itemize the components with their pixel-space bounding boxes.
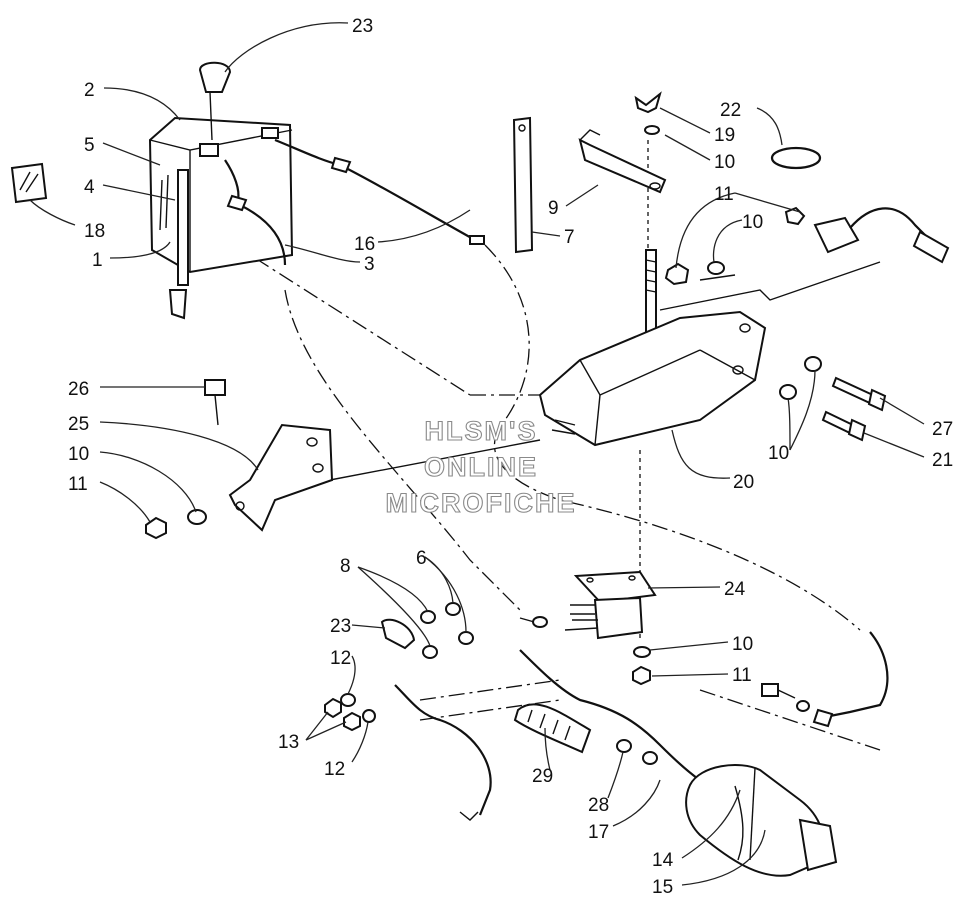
nut-washer-left bbox=[145, 509, 207, 540]
watermark: HLSM'S ONLINE MICROFICHE bbox=[385, 415, 577, 518]
lower-cable bbox=[394, 684, 492, 821]
watermark-line-1: HLSM'S bbox=[425, 416, 538, 446]
nut-washer-upper bbox=[664, 261, 725, 286]
callout-14: 14 bbox=[652, 850, 674, 871]
cable-boot bbox=[513, 703, 592, 754]
solenoid-hardware bbox=[380, 602, 548, 659]
callout-13: 13 bbox=[278, 732, 299, 753]
callout-23-top: 23 bbox=[352, 16, 373, 37]
watermark-line-3: MICROFICHE bbox=[386, 488, 577, 518]
callout-2: 2 bbox=[84, 80, 95, 101]
callout-1: 1 bbox=[92, 250, 103, 271]
leader-lines bbox=[29, 22, 925, 886]
ring-clip bbox=[770, 146, 822, 170]
callout-22: 22 bbox=[720, 100, 741, 121]
callout-11-left: 11 bbox=[68, 474, 88, 495]
callout-9: 9 bbox=[548, 198, 559, 219]
nut-washer-solenoid bbox=[632, 646, 651, 686]
lower-left-hardware bbox=[324, 693, 376, 732]
callout-4: 4 bbox=[84, 177, 95, 198]
callout-labels: 23 2 5 4 18 1 3 16 7 9 19 10 22 11 10 27… bbox=[68, 16, 953, 898]
callout-17: 17 bbox=[588, 822, 609, 843]
callout-19: 19 bbox=[714, 125, 735, 146]
callout-26: 26 bbox=[68, 379, 89, 400]
callout-15: 15 bbox=[652, 877, 673, 898]
callout-10-upper: 10 bbox=[714, 152, 735, 173]
callout-29: 29 bbox=[532, 766, 553, 787]
callout-27: 27 bbox=[932, 419, 953, 440]
callout-3: 3 bbox=[364, 254, 375, 275]
mount-bracket bbox=[538, 310, 767, 447]
callout-10-solenoid: 10 bbox=[732, 634, 753, 655]
decal bbox=[10, 162, 48, 204]
solenoid bbox=[564, 570, 657, 640]
callout-11-solenoid: 11 bbox=[732, 665, 752, 686]
callout-16: 16 bbox=[354, 234, 375, 255]
callout-20: 20 bbox=[733, 472, 754, 493]
callout-7: 7 bbox=[564, 227, 575, 248]
callout-12-lower: 12 bbox=[324, 759, 345, 780]
battery-strap bbox=[168, 169, 189, 320]
connector-harness bbox=[784, 206, 950, 264]
callout-24: 24 bbox=[724, 579, 746, 600]
callout-28: 28 bbox=[588, 795, 609, 816]
assembly-lines bbox=[254, 140, 881, 751]
callout-5: 5 bbox=[84, 135, 95, 156]
callout-18: 18 bbox=[84, 221, 105, 242]
battery bbox=[148, 116, 294, 274]
callout-21: 21 bbox=[932, 450, 953, 471]
callout-8: 8 bbox=[340, 556, 351, 577]
callout-6: 6 bbox=[416, 548, 427, 569]
watermark-line-2: ONLINE bbox=[424, 452, 538, 482]
side-bracket bbox=[204, 379, 334, 532]
callout-25: 25 bbox=[68, 414, 89, 435]
callout-10-harness: 10 bbox=[742, 212, 763, 233]
bracket-flat bbox=[578, 129, 667, 194]
ground-cable bbox=[761, 631, 889, 728]
callout-10-left: 10 bbox=[68, 444, 89, 465]
bolts-right bbox=[779, 356, 887, 442]
callout-23-lower: 23 bbox=[330, 616, 351, 637]
callout-10-right: 10 bbox=[768, 443, 789, 464]
terminal-boot-top bbox=[198, 61, 232, 141]
callout-12-upper: 12 bbox=[330, 648, 351, 669]
battery-cables bbox=[224, 138, 485, 266]
bracket-strap bbox=[512, 116, 534, 254]
starter-motor bbox=[685, 764, 838, 877]
callout-11-upper: 11 bbox=[714, 184, 734, 205]
